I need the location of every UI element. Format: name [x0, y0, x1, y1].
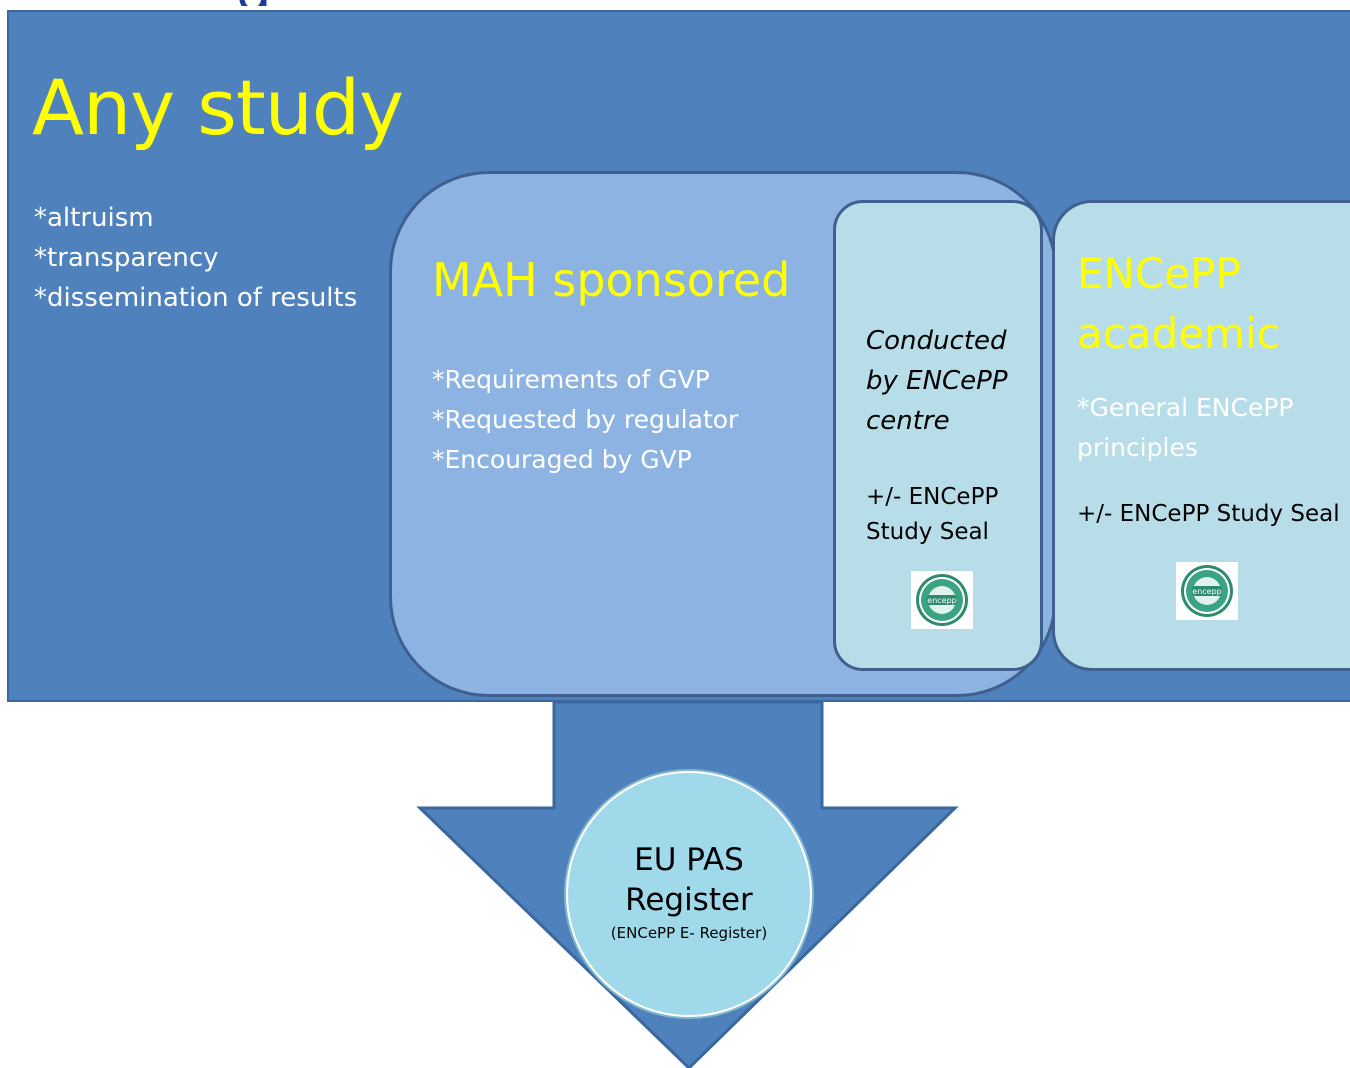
svg-text:encepp: encepp: [927, 596, 956, 605]
any-study-bullets: *altruism *transparency *dissemination o…: [34, 198, 357, 318]
any-study-title: Any study: [32, 63, 404, 152]
encepp-seal-logo: encepp: [1176, 562, 1238, 620]
bullet-encouraged-gvp: *Encouraged by GVP: [432, 445, 692, 474]
conducted-by-centre-text: Conducted by ENCePP centre: [866, 326, 1008, 436]
bullet-requirements-gvp: *Requirements of GVP: [432, 365, 710, 394]
title-fragment: g: [236, 0, 296, 6]
bullet-transparency: *transparency: [34, 243, 219, 273]
svg-text:encepp: encepp: [1192, 587, 1221, 596]
eu-pas-register-subtitle: (ENCePP E- Register): [610, 924, 768, 942]
eu-pas-register-circle: [566, 771, 812, 1017]
mah-sponsored-bullets: *Requirements of GVP *Requested by regul…: [432, 360, 738, 480]
bullet-dissemination: *dissemination of results: [34, 283, 358, 313]
mah-sponsored-title: MAH sponsored: [432, 253, 791, 307]
eu-pas-register-title: EU PAS Register: [625, 842, 753, 918]
bullet-requested-regulator: *Requested by regulator: [432, 405, 739, 434]
centre-study-seal-text: +/- ENCePP Study Seal: [866, 484, 999, 545]
encepp-seal-logo: encepp: [911, 571, 973, 629]
academic-study-seal-text: +/- ENCePP Study Seal: [1077, 501, 1340, 527]
general-encepp-principles: *General ENCePP principles: [1077, 393, 1294, 462]
bullet-altruism: *altruism: [34, 203, 154, 233]
encepp-academic-title: ENCePP academic: [1077, 249, 1280, 358]
title-fragment-text: g: [236, 0, 272, 6]
